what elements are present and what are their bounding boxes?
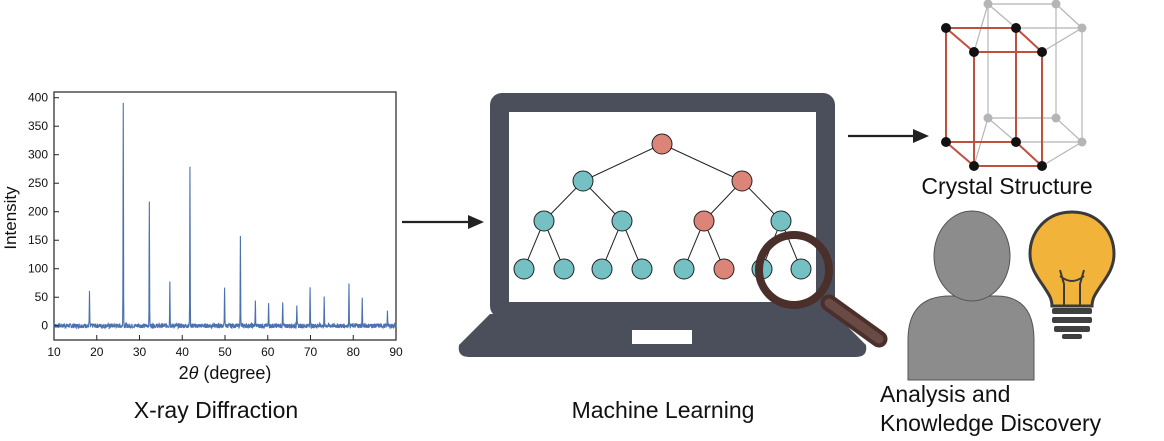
gray-lattice bbox=[973, 3, 1083, 167]
tree-node bbox=[731, 170, 753, 192]
tree-nodes bbox=[513, 133, 812, 280]
x-tick-label: 90 bbox=[389, 345, 403, 359]
xrd-pattern-line bbox=[53, 102, 397, 331]
tree-leaf bbox=[631, 258, 653, 280]
tree-node bbox=[770, 210, 792, 232]
y-tick-label: 300 bbox=[28, 148, 48, 162]
red-unit-cell bbox=[945, 27, 1043, 167]
x-tick-label: 10 bbox=[47, 345, 61, 359]
x-tick-label: 70 bbox=[304, 345, 318, 359]
xrd-caption: X-ray Diffraction bbox=[134, 397, 298, 423]
ml-caption: Machine Learning bbox=[572, 397, 755, 423]
x-axis-ticks: 10 20 30 40 50 60 70 80 90 bbox=[47, 335, 403, 359]
crystal-caption: Crystal Structure bbox=[921, 173, 1092, 199]
y-axis-label: Intensity bbox=[1, 186, 20, 250]
x-tick-label: 80 bbox=[347, 345, 361, 359]
y-tick-label: 400 bbox=[28, 91, 48, 105]
y-tick-label: 350 bbox=[28, 119, 48, 133]
xrd-chart: 10 20 30 40 50 60 70 80 90 0 50 100 150 200 250 300 350… bbox=[1, 91, 403, 383]
tree-leaf bbox=[673, 258, 695, 280]
discovery-caption-line1: Analysis and bbox=[880, 381, 1010, 407]
x-tick-label: 20 bbox=[90, 345, 104, 359]
tree-leaf bbox=[790, 258, 812, 280]
y-tick-label: 100 bbox=[28, 262, 48, 276]
x-tick-label: 30 bbox=[133, 345, 147, 359]
laptop-icon bbox=[458, 93, 867, 357]
tree-leaf bbox=[513, 258, 535, 280]
tree-node-root bbox=[651, 133, 673, 155]
x-tick-label: 40 bbox=[176, 345, 190, 359]
x-axis-label: 2θ (degree) bbox=[179, 363, 272, 383]
tree-node bbox=[693, 210, 715, 232]
crystal-structure-icon bbox=[941, 0, 1087, 171]
y-axis-ticks: 0 50 100 150 200 250 300 350 400 bbox=[28, 91, 59, 333]
tree-leaf bbox=[553, 258, 575, 280]
arrow-right-icon bbox=[402, 215, 484, 229]
x-axis-label-suffix: (degree) bbox=[198, 363, 271, 383]
x-axis-label-prefix: 2 bbox=[179, 363, 189, 383]
black-atoms bbox=[941, 23, 1047, 171]
x-tick-label: 60 bbox=[261, 345, 275, 359]
tree-node bbox=[572, 170, 594, 192]
tree-leaf bbox=[713, 258, 735, 280]
y-tick-label: 150 bbox=[28, 233, 48, 247]
gray-atoms bbox=[983, 0, 1087, 147]
discovery-caption-line2: Knowledge Discovery bbox=[880, 410, 1102, 436]
y-tick-label: 0 bbox=[41, 319, 48, 333]
y-tick-label: 250 bbox=[28, 176, 48, 190]
tree-node bbox=[533, 210, 555, 232]
lightbulb-icon bbox=[1028, 210, 1116, 339]
y-tick-label: 50 bbox=[35, 290, 49, 304]
arrow-right-icon bbox=[848, 129, 929, 143]
x-tick-label: 50 bbox=[218, 345, 232, 359]
person-icon bbox=[907, 210, 1035, 381]
magnifier-icon bbox=[755, 231, 888, 348]
x-axis-label-symbol: θ bbox=[189, 363, 199, 383]
tree-node bbox=[611, 210, 633, 232]
y-tick-label: 200 bbox=[28, 205, 48, 219]
tree-leaf bbox=[591, 258, 613, 280]
laptop-trackpad bbox=[632, 330, 692, 344]
